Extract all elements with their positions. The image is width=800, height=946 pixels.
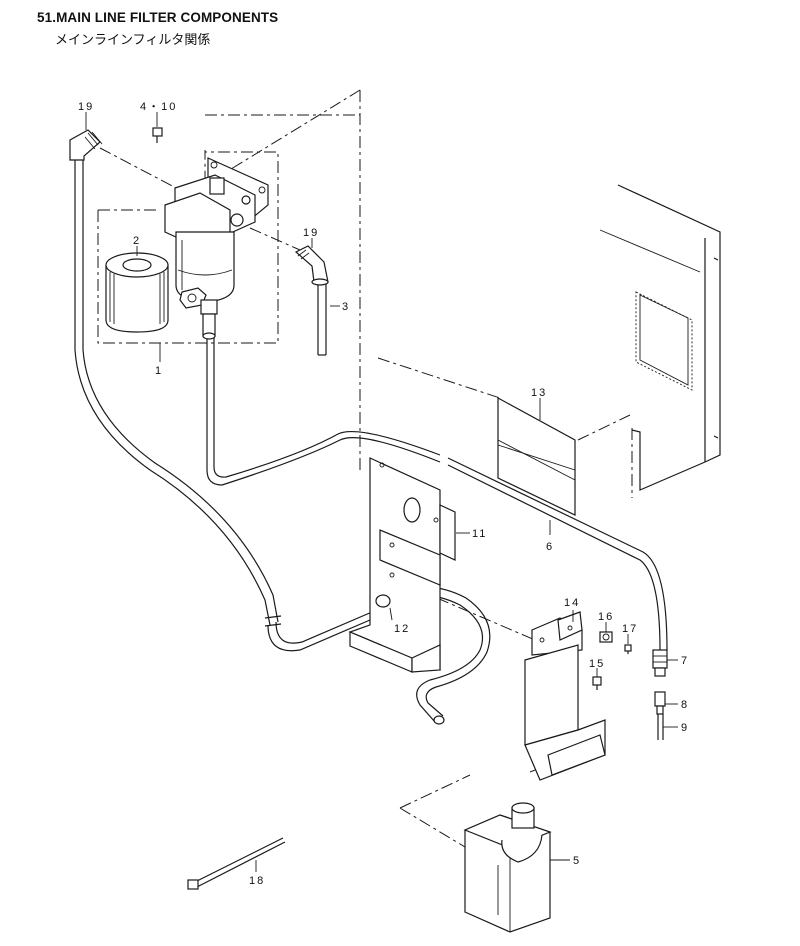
callout-19-right: 19 [303,227,319,239]
tube-9 [657,714,664,740]
callout-1: 1 [155,365,163,377]
screw-17 [624,644,632,654]
clamp-16 [599,631,613,643]
callout-16: 16 [598,611,614,623]
hose-lines [74,150,668,725]
callout-11: 11 [472,528,487,540]
callout-19-left: 19 [78,101,94,113]
callout-13: 13 [531,387,547,399]
diagram-title: 51.MAIN LINE FILTER COMPONENTS [37,10,279,25]
callout-18: 18 [249,875,265,887]
callout-15: 15 [589,658,605,670]
callout-8: 8 [681,699,689,711]
bracket-11 [348,457,456,673]
filter-element [105,252,169,333]
callout-2: 2 [133,235,141,247]
main-line-filter-assembly [164,157,269,340]
screw-15 [592,676,602,690]
callout-leaders [85,112,678,872]
elbow-fitting-left [69,129,103,161]
callout-7: 7 [681,655,689,667]
tank-5 [463,802,552,933]
assembly-guide-lines [97,89,633,851]
callout-12: 12 [394,623,410,635]
sight-plate-13 [497,396,576,516]
callout-9: 9 [681,722,689,734]
callout-17: 17 [622,623,638,635]
connector-7 [652,649,668,677]
bolt-4-10 [152,127,163,143]
elbow-fitting-right [294,245,329,286]
callout-4-10: 4・10 [140,101,177,113]
fitting-8 [654,691,666,715]
callout-5: 5 [573,855,581,867]
callout-6: 6 [546,541,554,553]
bracket-14 [524,611,606,781]
diagram-subtitle: メインラインフィルタ関係 [55,33,211,48]
callout-14: 14 [564,597,580,609]
back-panel [599,184,721,491]
cable-tie-18 [187,837,286,890]
callout-numbers: 19 4・10 19 2 3 1 13 11 6 12 14 16 17 15 … [78,101,689,887]
callout-3: 3 [342,301,350,313]
